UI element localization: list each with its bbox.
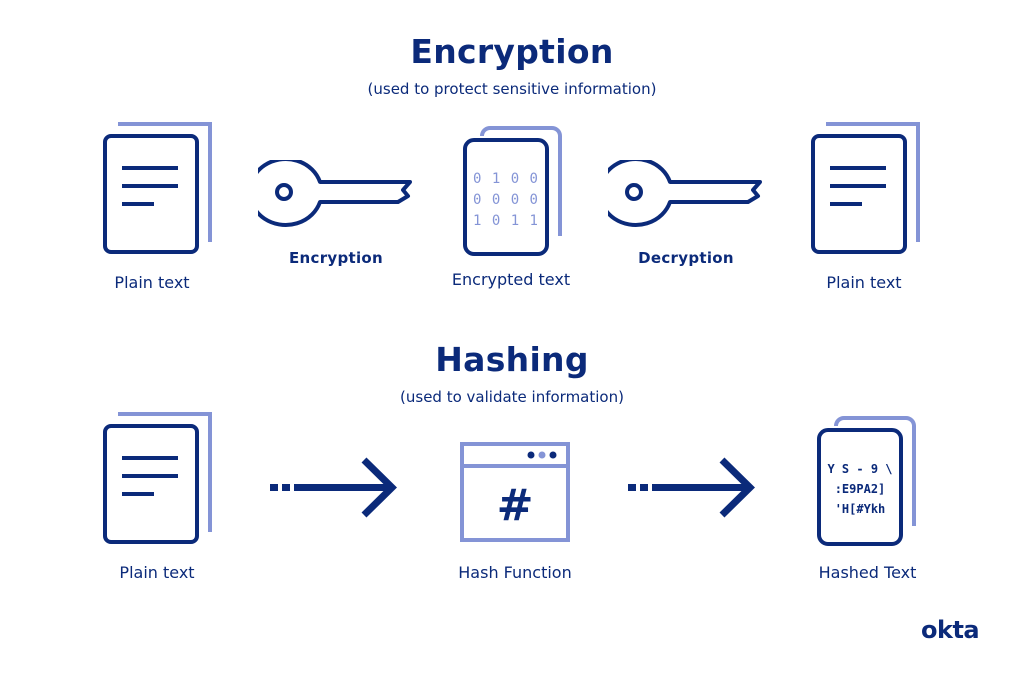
document-icon [811,122,920,254]
plain-text-right-label: Plain text [826,273,902,292]
hashed-text-label: Hashed Text [818,563,917,582]
binary-row: 0 0 0 0 [473,192,539,208]
key-icon [258,160,412,227]
binary-row: 0 1 0 0 [473,171,539,187]
arrow-right-icon [628,457,755,518]
arrow-right-icon [270,457,397,518]
plain-text-left-label: Plain text [114,273,190,292]
document-icon [103,412,212,544]
hash-symbol: # [497,480,534,531]
encryption-title: Encryption [410,32,614,71]
encrypted-text-label: Encrypted text [451,270,571,289]
okta-logo: okta [921,616,980,644]
hash-window-icon: # [460,442,570,542]
encryption-subtitle: (used to protect sensitive information) [367,80,657,98]
encryption-step-label: Encryption [288,249,384,267]
binary-row: 1 0 1 1 [473,213,539,229]
hashing-title: Hashing [435,340,589,379]
hashed-row: 'H[#Ykh [835,502,886,516]
hashing-subtitle: (used to validate information) [400,388,624,406]
hashing-plain-text-label: Plain text [119,563,195,582]
decryption-step-label: Decryption [638,249,734,267]
hashed-row: :E9PA2] [835,482,886,496]
hashed-document-icon: Y S - 9 \ :E9PA2] 'H[#Ykh [817,416,916,546]
binary-document-icon: 0 1 0 0 0 0 0 0 1 0 1 1 [463,126,562,256]
hashed-row: Y S - 9 \ [827,462,892,476]
key-icon [608,160,762,227]
document-icon [103,122,212,254]
hash-function-label: Hash Function [458,563,572,582]
